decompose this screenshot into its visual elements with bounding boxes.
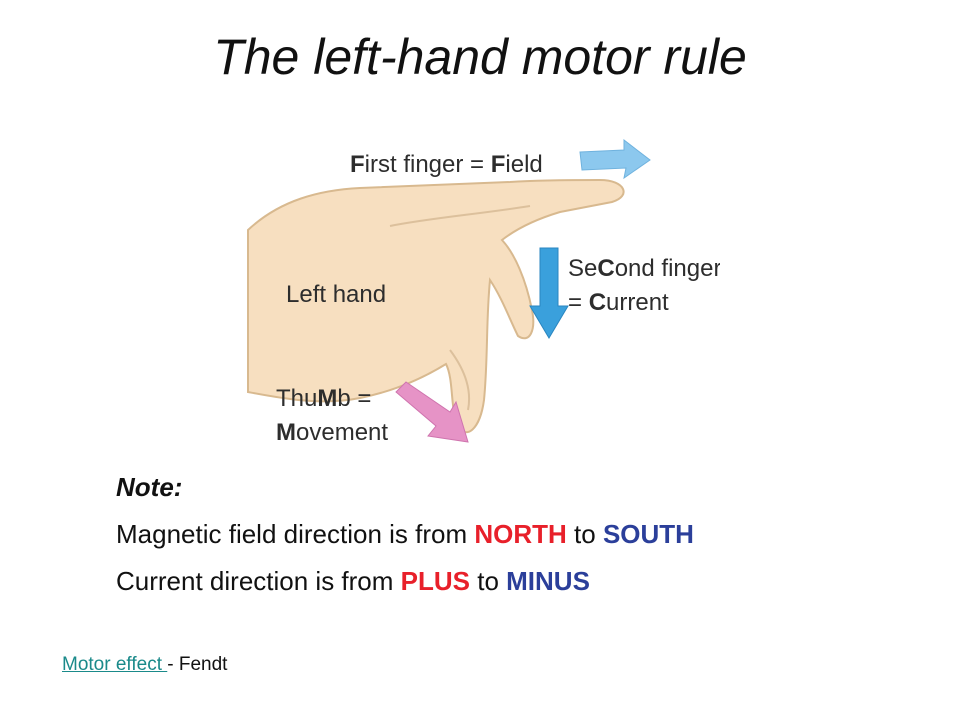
notes-section: Note: Magnetic field direction is from N… xyxy=(116,472,694,613)
footer-suffix: - Fendt xyxy=(167,654,228,675)
motor-effect-link[interactable]: Motor effect xyxy=(62,654,168,675)
note-current-direction: Current direction is from PLUS to MINUS xyxy=(116,566,694,597)
south-label: SOUTH xyxy=(602,519,694,549)
current-arrow xyxy=(529,247,569,339)
note-text: to xyxy=(470,566,507,596)
movement-arrow xyxy=(395,381,469,443)
thumb-crease xyxy=(449,349,471,411)
plus-label: PLUS xyxy=(400,566,470,596)
note-text: to xyxy=(566,519,603,549)
note-text: Magnetic field direction is from xyxy=(116,519,475,549)
left-hand-diagram: First finger = Field SeCond finger = Cur… xyxy=(240,130,720,452)
note-text: Current direction is from xyxy=(116,566,401,596)
second-finger-label-line2: = Current xyxy=(568,289,669,316)
north-label: NORTH xyxy=(474,519,567,549)
finger-crease xyxy=(389,205,531,227)
hand-label: Left hand xyxy=(286,281,386,308)
note-heading: Note: xyxy=(116,472,183,502)
page-title: The left-hand motor rule xyxy=(213,29,747,85)
minus-label: MINUS xyxy=(506,566,590,596)
thumb-label-line2: Movement xyxy=(276,419,388,446)
hand-shape xyxy=(247,178,625,434)
note-field-direction: Magnetic field direction is from NORTH t… xyxy=(116,519,694,550)
field-arrow xyxy=(579,138,651,180)
hand-illustration: First finger = Field SeCond finger = Cur… xyxy=(240,130,720,452)
footer: Motor effect - Fendt xyxy=(62,654,227,676)
second-finger-label-line1: SeCond finger xyxy=(568,255,720,282)
thumb-label-line1: ThuMb = xyxy=(276,385,371,412)
first-finger-label: First finger = Field xyxy=(350,151,543,178)
